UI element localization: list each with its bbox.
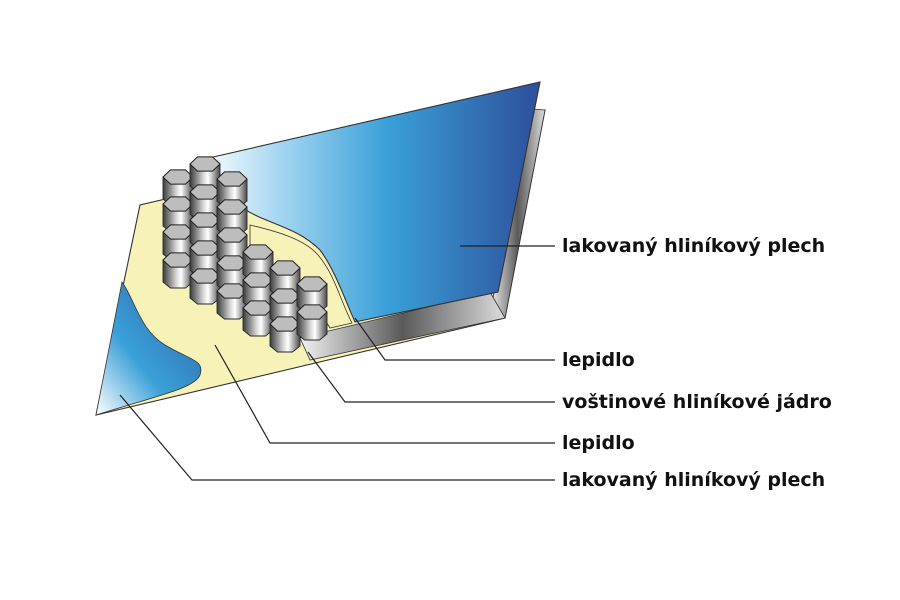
honeycomb-cell-rim (189, 268, 221, 284)
label-bottom-adhesive: lepidlo (562, 432, 635, 454)
honeycomb-cell-rim (269, 288, 301, 304)
honeycomb-cell-rim (216, 255, 248, 271)
honeycomb-cell-rim (242, 300, 274, 316)
honeycomb-core (162, 156, 328, 353)
honeycomb-cell-rim (269, 316, 301, 332)
honeycomb-cell-rim (189, 184, 221, 200)
label-top-adhesive: lepidlo (562, 349, 635, 371)
honeycomb-cell-rim (216, 227, 248, 243)
honeycomb-cell-rim (296, 276, 328, 292)
honeycomb-cell-rim (189, 240, 221, 256)
honeycomb-cell-rim (162, 196, 194, 212)
bottom-sheet-paint (95, 281, 202, 416)
honeycomb-cell-rim (242, 244, 274, 260)
label-top-sheet: lakovaný hliníkový plech (562, 235, 825, 257)
honeycomb-cell-rim (216, 171, 248, 187)
leader-lines (119, 245, 555, 481)
honeycomb-cell-rim (269, 260, 301, 276)
label-core: voštinové hliníkové jádro (562, 391, 832, 413)
honeycomb-cell-rim (162, 252, 194, 268)
honeycomb-cell-rim (242, 272, 274, 288)
honeycomb-cell-rim (189, 212, 221, 228)
honeycomb-cell-rim (216, 199, 248, 215)
honeycomb-cell-rim (162, 224, 194, 240)
honeycomb-cell-rim (216, 283, 248, 299)
label-bottom-sheet: lakovaný hliníkový plech (562, 469, 825, 491)
honeycomb-cell-rim (189, 156, 221, 172)
honeycomb-cell-rim (296, 304, 328, 320)
honeycomb-cell-rim (162, 169, 194, 185)
